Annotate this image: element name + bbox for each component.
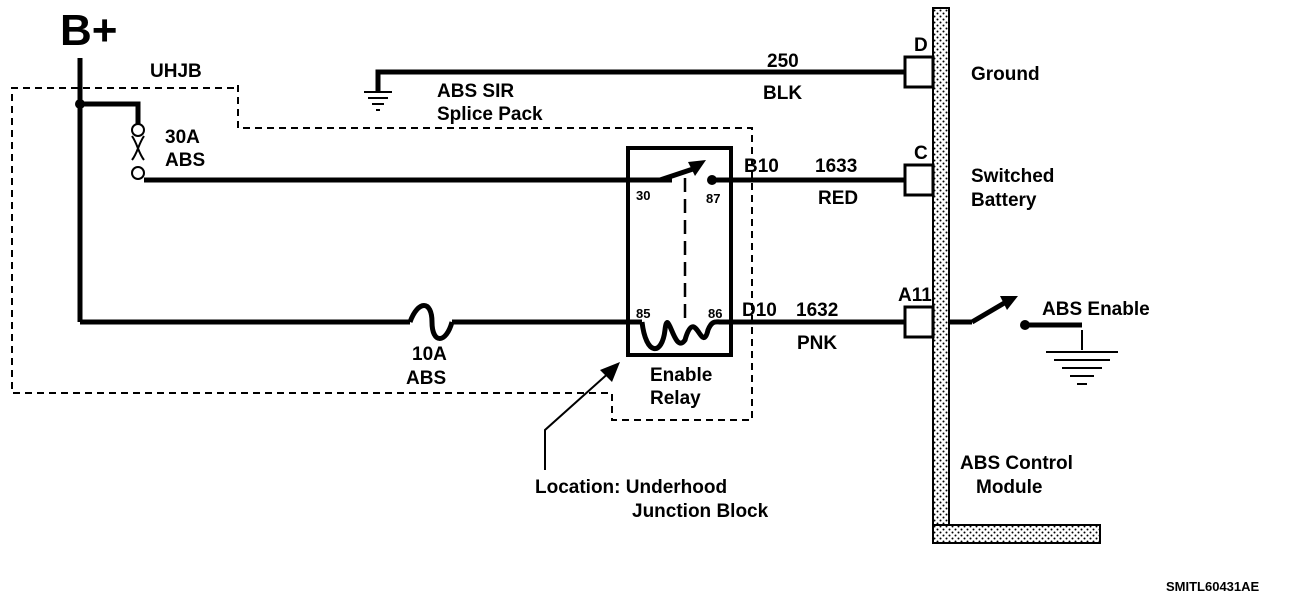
relay-coil-icon <box>639 319 721 352</box>
circuit-1632-color: PNK <box>797 333 837 354</box>
module-name-line1: ABS Control <box>960 453 1073 474</box>
relay-switch-arm <box>659 165 697 183</box>
module-ground-label: Ground <box>971 64 1040 85</box>
fuse-30a-rating: 30A <box>165 127 200 148</box>
fuse-10a-rating: 10A <box>412 344 447 365</box>
module-pin-c-connector <box>903 163 935 197</box>
module-pin-c-label: C <box>914 143 928 164</box>
figure-id: SMITL60431AE <box>1166 579 1260 594</box>
abs-enable-ground-icon <box>1046 330 1118 385</box>
fuse-30a-feed-wire <box>80 101 141 125</box>
fuse-10a-name: ABS <box>406 368 446 389</box>
enable-relay-box <box>626 146 733 357</box>
uhjb-boundary <box>11 85 753 421</box>
relay-pin-30: 30 <box>636 188 650 203</box>
module-battery-label: Battery <box>971 190 1037 211</box>
relay-name-line2: Relay <box>650 388 701 409</box>
location-label-line2: Junction Block <box>632 501 769 522</box>
ground-wire <box>375 69 905 92</box>
fuse-30a-icon <box>131 123 145 180</box>
circuit-1633-color: RED <box>818 188 858 209</box>
module-pin-d-connector <box>903 55 935 89</box>
bplus-label: B+ <box>60 6 117 55</box>
relay-name-line1: Enable <box>650 365 712 386</box>
circuit-250-number: 250 <box>767 51 799 72</box>
abs-enable-label: ABS Enable <box>1042 299 1150 320</box>
splice-pack-label: Splice Pack <box>437 104 543 125</box>
circuit-1632-number: 1632 <box>796 300 838 321</box>
relay-pin-b10: B10 <box>744 156 779 177</box>
location-leader-line <box>544 369 613 470</box>
location-label-line1: Location: Underhood <box>535 477 727 498</box>
module-pin-a11-connector <box>903 305 935 339</box>
relay-pin-85: 85 <box>636 306 650 321</box>
module-switched-label: Switched <box>971 166 1054 187</box>
module-pin-d-label: D <box>914 35 928 56</box>
abs-control-module-wall <box>932 7 950 544</box>
abs-sir-label: ABS SIR <box>437 81 514 102</box>
module-pin-a11-label: A11 <box>898 285 932 306</box>
module-name-line2: Module <box>976 477 1043 498</box>
relay-pin-d10: D10 <box>742 300 777 321</box>
relay-arm-arrow-icon <box>688 160 706 176</box>
circuit-1633-number: 1633 <box>815 156 857 177</box>
relay-pin-87: 87 <box>706 191 720 206</box>
abs-control-module-base <box>932 524 1101 544</box>
uhjb-label: UHJB <box>150 61 202 82</box>
fuse-10a-icon <box>407 303 455 341</box>
abs-enable-arrow-icon <box>1000 296 1018 310</box>
fuse-30a-name: ABS <box>165 150 205 171</box>
abs-enable-switch-arm <box>970 299 1008 325</box>
location-arrow-icon <box>600 362 620 382</box>
ground-icon <box>364 91 392 111</box>
circuit-250-color: BLK <box>763 83 802 104</box>
relay-pin-86: 86 <box>708 306 722 321</box>
